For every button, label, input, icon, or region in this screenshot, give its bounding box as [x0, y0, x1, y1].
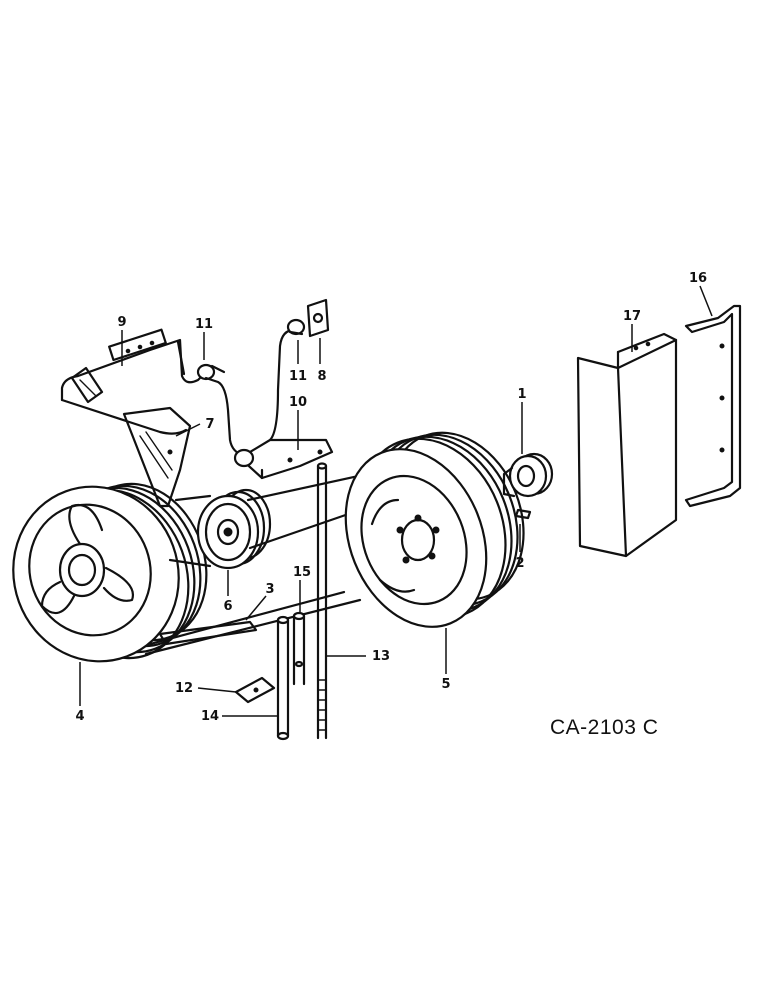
- part-13-shaft: [316, 462, 328, 740]
- callout-9: 9: [117, 315, 126, 330]
- callout-2: 2: [515, 556, 524, 571]
- drawing-code: CA-2103 C: [550, 716, 658, 739]
- part-10-idler-arm: [233, 328, 334, 480]
- callout-6: 6: [223, 599, 232, 614]
- part-4-drive-pulley: [12, 482, 208, 663]
- callout-8: 8: [317, 369, 326, 384]
- part-16-u-bracket: [684, 304, 742, 508]
- callout-leaders: [79, 285, 713, 717]
- callout-1: 1: [517, 387, 526, 402]
- callout-4: 4: [75, 709, 84, 724]
- part-15-tube: [292, 611, 306, 686]
- callout-11-upper: 11: [195, 317, 213, 332]
- callout-14: 14: [201, 709, 219, 724]
- part-8-small-bracket: [306, 298, 330, 338]
- part-11-bushing-b: [286, 318, 306, 336]
- part-11-bushing-a: [196, 363, 246, 458]
- callout-11-lower: 11: [289, 369, 307, 384]
- part-5-driven-pulley: [344, 431, 525, 628]
- part-1-hub: [502, 452, 554, 498]
- callout-3: 3: [265, 582, 274, 597]
- callout-13: 13: [372, 649, 390, 664]
- callout-7: 7: [205, 417, 214, 432]
- part-2-key: [514, 508, 532, 520]
- callout-10: 10: [289, 395, 307, 410]
- part-3-belt-guide: [158, 620, 258, 646]
- callout-labels: 1 2 3 4 5 6 7 8 9 10 11 11 12 13 14 15 1…: [75, 271, 707, 724]
- part-17-shield: [576, 332, 678, 558]
- callout-16: 16: [689, 271, 707, 286]
- callout-15: 15: [293, 565, 311, 580]
- callout-17: 17: [623, 309, 641, 324]
- part-12-clip: [234, 676, 276, 704]
- callout-12: 12: [175, 681, 193, 696]
- part-9-rod-bracket: [60, 328, 208, 435]
- callout-5: 5: [441, 677, 450, 692]
- part-6-idler-pulley: [196, 488, 272, 570]
- part-14-tube: [276, 615, 290, 741]
